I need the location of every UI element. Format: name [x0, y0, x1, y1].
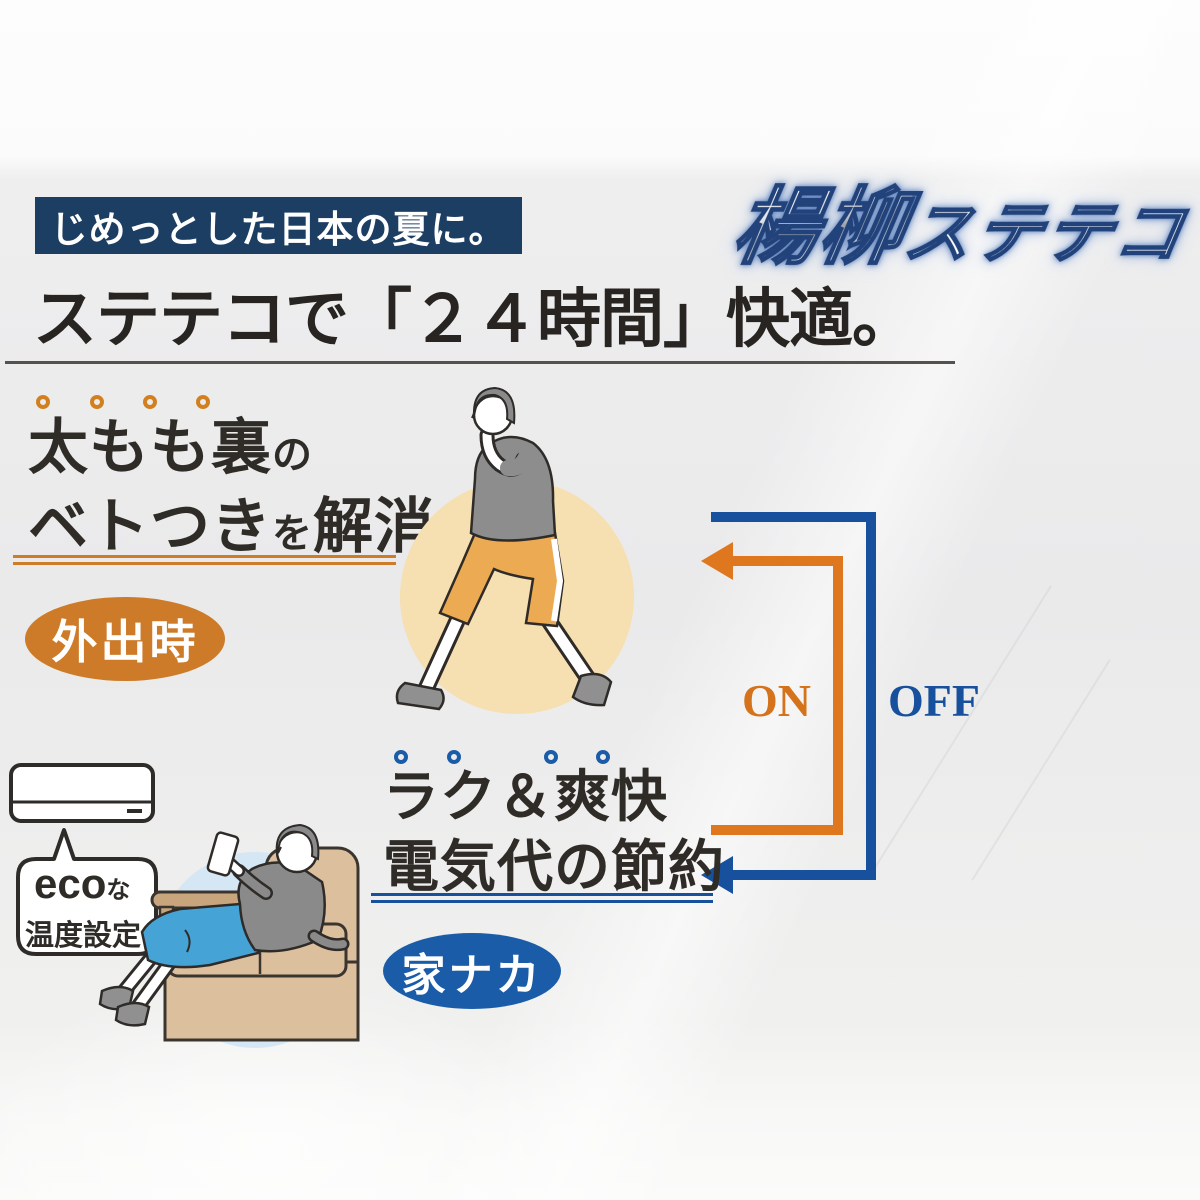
off-label: OFF [888, 675, 980, 726]
emphasis-dot [143, 395, 157, 409]
on-label: ON [742, 675, 811, 726]
emphasis-dot [596, 750, 610, 764]
walking-man-illustration [395, 386, 634, 714]
emphasis-dot [447, 750, 461, 764]
page-title: ステテコで「２４時間」快適。 [33, 283, 916, 355]
eco-bubble-line1: ecoな [34, 860, 130, 908]
orange-on-arrow [701, 542, 843, 835]
home-line1: ラク＆爽快 [383, 765, 668, 828]
eco-bubble-line2: 温度設定 [25, 920, 142, 952]
man-on-sofa-illustration [98, 823, 360, 1048]
blue-off-arrow [701, 512, 876, 894]
headline-divider [5, 361, 955, 364]
home-underline [371, 893, 713, 903]
outdoor-benefit-text: 太もも裏の ベトつきを解消 [28, 408, 435, 566]
outdoor-underline [13, 555, 396, 565]
outdoor-badge: 外出時 [25, 597, 225, 681]
air-conditioner-icon [9, 763, 155, 823]
background-streak [971, 659, 1111, 881]
emphasis-dot [544, 750, 558, 764]
home-benefit-text: ラク＆爽快 電気代の節約 [383, 762, 725, 902]
outdoor-line1-particle: の [272, 433, 313, 477]
banner-text: じめっとした日本の夏に。 [50, 208, 507, 250]
emphasis-dot [90, 395, 104, 409]
emphasis-dot [196, 395, 210, 409]
banner: じめっとした日本の夏に。 [35, 197, 522, 254]
brand-logo: 楊柳ステテコ [725, 160, 1198, 281]
eco-word: eco [34, 860, 107, 907]
eco-speech-bubble: ecoな 温度設定 [10, 826, 162, 958]
home-badge: 家ナカ [383, 933, 561, 1009]
brand-kana: ステテコ [898, 195, 1194, 272]
outdoor-badge-label: 外出時 [51, 616, 199, 668]
speech-bubble-outline [16, 828, 158, 956]
outdoor-line2: ベトつき [28, 493, 272, 560]
outdoor-line1: 太もも裏 [28, 414, 272, 481]
emphasis-dot [36, 395, 50, 409]
on-off-cycle-arrows [701, 512, 876, 894]
outdoor-line2-particle: を [272, 512, 313, 556]
eco-particle: な [106, 877, 131, 904]
home-badge-label: 家ナカ [401, 951, 543, 1000]
emphasis-dot [394, 750, 408, 764]
home-line2: 電気代の節約 [383, 835, 725, 898]
brand-kanji: 楊柳 [726, 179, 917, 275]
